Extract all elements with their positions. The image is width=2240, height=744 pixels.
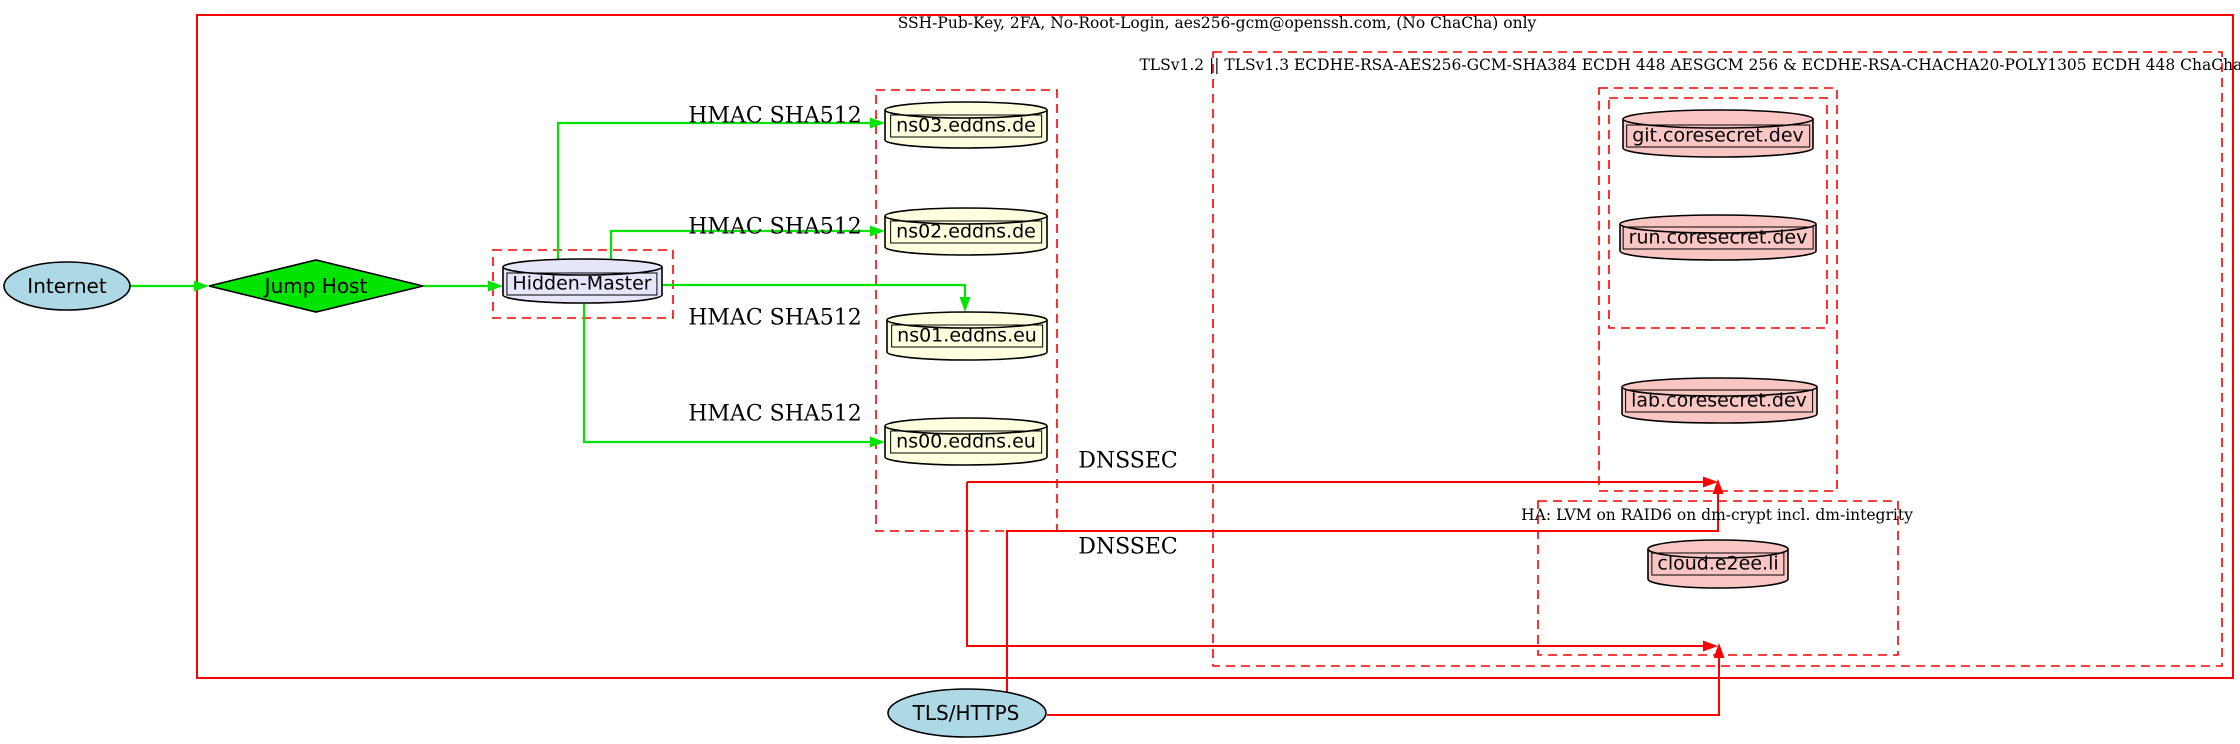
hidden-master-label: Hidden-Master xyxy=(506,272,658,296)
ns02-node xyxy=(884,207,1048,256)
lab-cylinder-body xyxy=(1621,387,1818,424)
arrowhead-internet-jumphost xyxy=(194,280,209,292)
arrowhead-tlshttps-ha xyxy=(1713,643,1725,658)
ns03-cylinder-top xyxy=(884,101,1048,119)
hmac-sha512-label-ns01: HMAC SHA512 xyxy=(688,305,862,331)
git-cylinder-top xyxy=(1622,109,1814,129)
ns00-cylinder-top xyxy=(884,417,1048,435)
arrowhead-tlshttps-coresecret xyxy=(1712,479,1724,494)
ns03-node xyxy=(884,101,1048,149)
green-edges xyxy=(130,121,967,444)
red-arrowheads xyxy=(1703,476,1725,658)
cloud-cylinder-top xyxy=(1647,539,1789,559)
hmac-sha512-label-ns00: HMAC SHA512 xyxy=(688,401,862,427)
arrowhead-hiddenmaster-ns02 xyxy=(870,225,885,237)
run-cylinder-top xyxy=(1619,214,1817,234)
run-cylinder-body xyxy=(1619,224,1817,261)
edge-hiddenmaster-ns03 xyxy=(556,121,872,259)
cylinder-nodes xyxy=(502,101,1818,589)
ns00-cylinder-body xyxy=(884,426,1048,466)
ns01-cylinder-body xyxy=(886,320,1048,361)
edge-hiddenmaster-ns01 xyxy=(662,283,967,299)
ssh-cluster-label: SSH-Pub-Key, 2FA, No-Root-Login, aes256-… xyxy=(897,14,1537,32)
run-node xyxy=(1619,214,1817,261)
tls-cluster-label: TLSv1.2 || TLSv1.3 ECDHE-RSA-AES256-GCM-… xyxy=(1139,56,2240,74)
edge-hiddenmaster-ns02 xyxy=(609,229,872,259)
run-label: run.coresecret.dev xyxy=(1622,226,1814,250)
hmac-sha512-label-ns03: HMAC SHA512 xyxy=(688,103,862,129)
ns00-label: ns00.eddns.eu xyxy=(890,430,1042,454)
arrowhead-hiddenmaster-ns01 xyxy=(959,297,971,312)
ns02-cylinder-body xyxy=(884,216,1048,256)
coresecret-outer-cluster-box xyxy=(1598,87,1838,492)
ns03-label: ns03.eddns.de xyxy=(890,114,1042,138)
edge-tlshttps-to-coresecret xyxy=(1006,494,1719,692)
lab-cylinder-top xyxy=(1621,377,1818,397)
arrowhead-jumphost-hiddenmaster xyxy=(488,280,503,292)
jump-host-node xyxy=(208,259,424,313)
red-edges xyxy=(966,481,1720,716)
ns03-cylinder-body xyxy=(884,110,1048,149)
dnssec-label-1: DNSSEC xyxy=(1078,448,1178,474)
hidden-master-node xyxy=(502,258,663,304)
green-arrowheads xyxy=(194,117,971,448)
internet-label: Internet xyxy=(27,274,107,298)
ns02-label: ns02.eddns.de xyxy=(890,220,1042,244)
lab-node xyxy=(1621,377,1818,424)
git-label: git.coresecret.dev xyxy=(1626,124,1810,148)
ns02-cylinder-top xyxy=(884,207,1048,225)
cloud-node xyxy=(1647,539,1789,589)
lab-label: lab.coresecret.dev xyxy=(1625,389,1813,413)
arrowhead-dnssec-coresecret xyxy=(1703,476,1718,488)
internet-node xyxy=(3,261,131,311)
tls-https-node xyxy=(887,688,1047,738)
ns01-cylinder-top xyxy=(886,311,1048,329)
edge-tlshttps-to-ha xyxy=(1047,657,1720,716)
cloud-cylinder-body xyxy=(1647,549,1789,589)
cloud-label: cloud.e2ee.li xyxy=(1651,552,1785,576)
arrowhead-hiddenmaster-ns00 xyxy=(870,436,885,448)
hidden-master-cylinder-body xyxy=(502,267,663,304)
arrowhead-dnssec-ha xyxy=(1703,640,1718,652)
edge-hiddenmaster-ns00 xyxy=(582,303,872,444)
hidden-master-cylinder-top xyxy=(502,258,663,276)
jump-host-label: Jump Host xyxy=(264,274,368,298)
ns00-node xyxy=(884,417,1048,466)
hmac-sha512-label-ns02: HMAC SHA512 xyxy=(688,214,862,240)
coresecret-inner-cluster-box xyxy=(1608,97,1828,329)
arrowhead-hiddenmaster-ns03 xyxy=(870,117,885,129)
ns01-node xyxy=(886,311,1048,361)
ha-cluster-label: HA: LVM on RAID6 on dm-crypt incl. dm-in… xyxy=(1521,506,1913,524)
ns01-label: ns01.eddns.eu xyxy=(891,324,1043,348)
tls-https-label: TLS/HTTPS xyxy=(912,701,1020,725)
ssh-cluster-box xyxy=(196,14,2234,679)
dnssec-label-2: DNSSEC xyxy=(1078,534,1178,560)
edge-dnssec-to-ha xyxy=(966,482,1704,647)
